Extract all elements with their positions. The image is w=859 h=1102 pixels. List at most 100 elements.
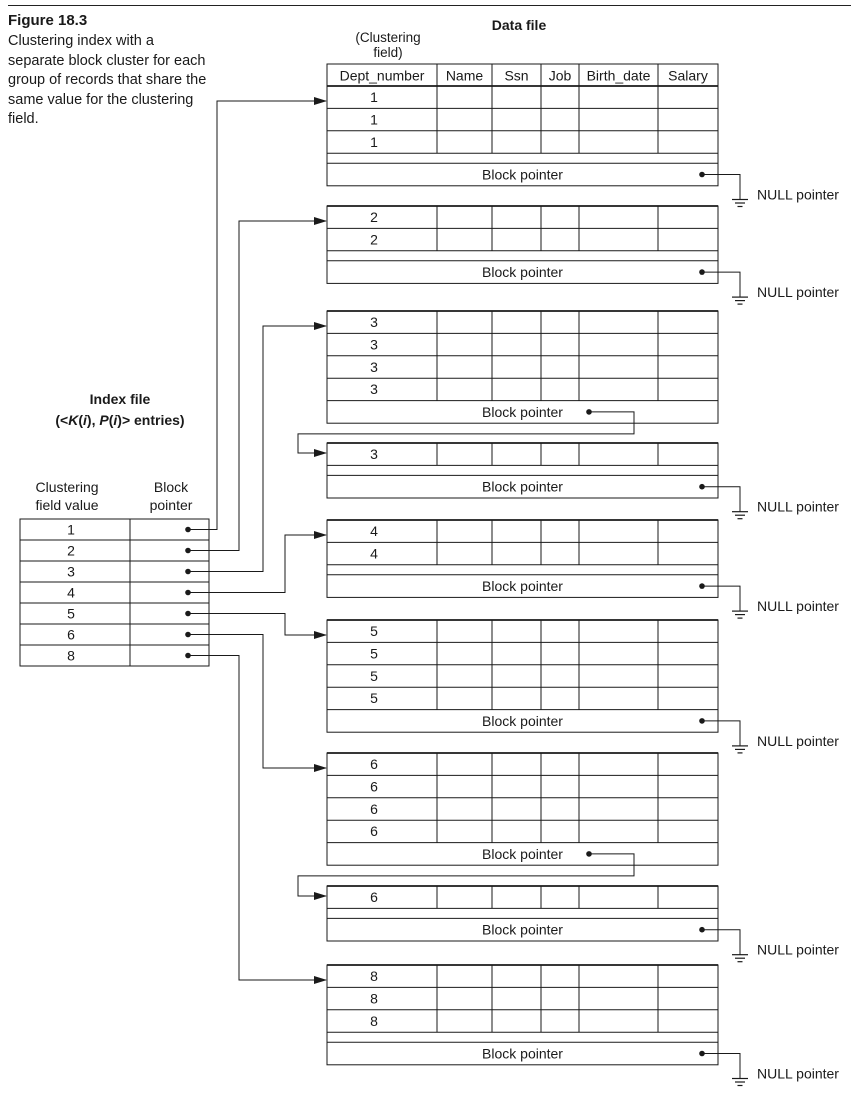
record-dept-value: 4: [370, 523, 378, 539]
null-pointer-line: [702, 271, 741, 298]
block-outline: [326, 885, 719, 942]
data-file-title: Data file: [491, 17, 547, 33]
record-dept-value: 5: [370, 668, 378, 684]
record-dept-value: 5: [370, 623, 378, 639]
index-value: 6: [67, 627, 75, 643]
index-value: 1: [67, 522, 75, 538]
index-file-title: Index file: [89, 391, 151, 407]
block-pointer-label: Block pointer: [482, 1046, 563, 1062]
null-pointer: NULL pointer: [702, 720, 839, 754]
record-dept-value: 3: [370, 359, 378, 375]
null-pointer-line: [702, 585, 741, 612]
index-pointer-arrow: [188, 97, 327, 530]
block-pointer-label: Block pointer: [482, 167, 563, 183]
record-dept-value: 2: [370, 209, 378, 225]
null-pointer-label: NULL pointer: [757, 284, 839, 300]
record-dept-value: 1: [370, 134, 378, 150]
null-pointer-label: NULL pointer: [757, 187, 839, 203]
null-pointer-label: NULL pointer: [757, 1066, 839, 1082]
block-pointer-label: Block pointer: [482, 578, 563, 594]
block-outline: [326, 442, 719, 499]
index-value: 5: [67, 606, 75, 622]
block-outline: [326, 964, 719, 1066]
block-outline: [326, 205, 719, 284]
record-dept-value: 6: [370, 801, 378, 817]
record-dept-value: 3: [370, 446, 378, 462]
record-dept-value: 2: [370, 231, 378, 247]
index-pointer-arrow: [188, 655, 327, 984]
column-header: Job: [549, 68, 572, 84]
record-dept-value: 6: [370, 823, 378, 839]
record-dept-value: 1: [370, 89, 378, 105]
block-pointer-label: Block pointer: [482, 922, 563, 938]
null-pointer-label: NULL pointer: [757, 942, 839, 958]
block-pointer-label: Block pointer: [482, 264, 563, 280]
record-dept-value: 3: [370, 336, 378, 352]
null-pointer-label: NULL pointer: [757, 733, 839, 749]
next-block-pointer-arrow: [297, 411, 635, 457]
null-pointer-line: [702, 1053, 741, 1079]
index-value: 8: [67, 648, 75, 664]
record-dept-value: 8: [370, 968, 378, 984]
block-outline: [326, 752, 719, 866]
index-table-outline: [19, 518, 210, 667]
null-pointer: NULL pointer: [702, 174, 839, 208]
record-dept-value: 6: [370, 889, 378, 905]
null-pointer: NULL pointer: [702, 1053, 839, 1087]
null-pointer: NULL pointer: [702, 486, 839, 520]
index-value: 3: [67, 564, 75, 580]
block-outline: [326, 519, 719, 598]
column-header: Birth_date: [587, 68, 651, 84]
null-pointer-label: NULL pointer: [757, 598, 839, 614]
null-pointer-line: [702, 174, 741, 200]
column-header: Ssn: [504, 68, 528, 84]
record-dept-value: 6: [370, 778, 378, 794]
index-col-header-value: Clustering field value: [35, 479, 99, 513]
record-dept-value: 8: [370, 1013, 378, 1029]
index-pointer-arrow: [188, 531, 327, 593]
null-pointer: NULL pointer: [702, 929, 839, 963]
null-pointer: NULL pointer: [702, 585, 839, 619]
index-pointer-arrow: [188, 613, 327, 639]
record-dept-value: 5: [370, 645, 378, 661]
null-pointer: NULL pointer: [702, 271, 839, 305]
record-dept-value: 3: [370, 314, 378, 330]
block-outline: [326, 619, 719, 733]
index-file: 1 2 3 4 5 6 8: [19, 518, 210, 667]
null-pointer-line: [702, 720, 741, 746]
index-file-subtitle: (<K(i), P(i)> entries): [55, 412, 185, 428]
block-pointer-label: Block pointer: [482, 479, 563, 495]
record-dept-value: 1: [370, 111, 378, 127]
column-header: Salary: [668, 68, 708, 84]
clustering-field-annotation: (Clustering field): [355, 30, 421, 60]
index-value: 2: [67, 543, 75, 559]
record-dept-value: 8: [370, 990, 378, 1006]
index-pointer-arrow: [188, 634, 327, 772]
index-pointer-arrow: [188, 322, 327, 572]
index-pointer-arrow: [188, 217, 327, 551]
column-header: Dept_number: [340, 68, 425, 84]
block-outline: [326, 85, 719, 187]
record-dept-value: 6: [370, 756, 378, 772]
record-dept-value: 4: [370, 545, 378, 561]
null-pointer-label: NULL pointer: [757, 499, 839, 515]
block-outline: [326, 310, 719, 424]
top-rule: [8, 5, 851, 6]
block-pointer-label: Block pointer: [482, 846, 563, 862]
null-pointer-line: [702, 486, 741, 512]
null-pointer-line: [702, 929, 741, 955]
figure-description: Clustering index with a separate block c…: [8, 33, 207, 127]
index-value: 4: [67, 585, 75, 601]
